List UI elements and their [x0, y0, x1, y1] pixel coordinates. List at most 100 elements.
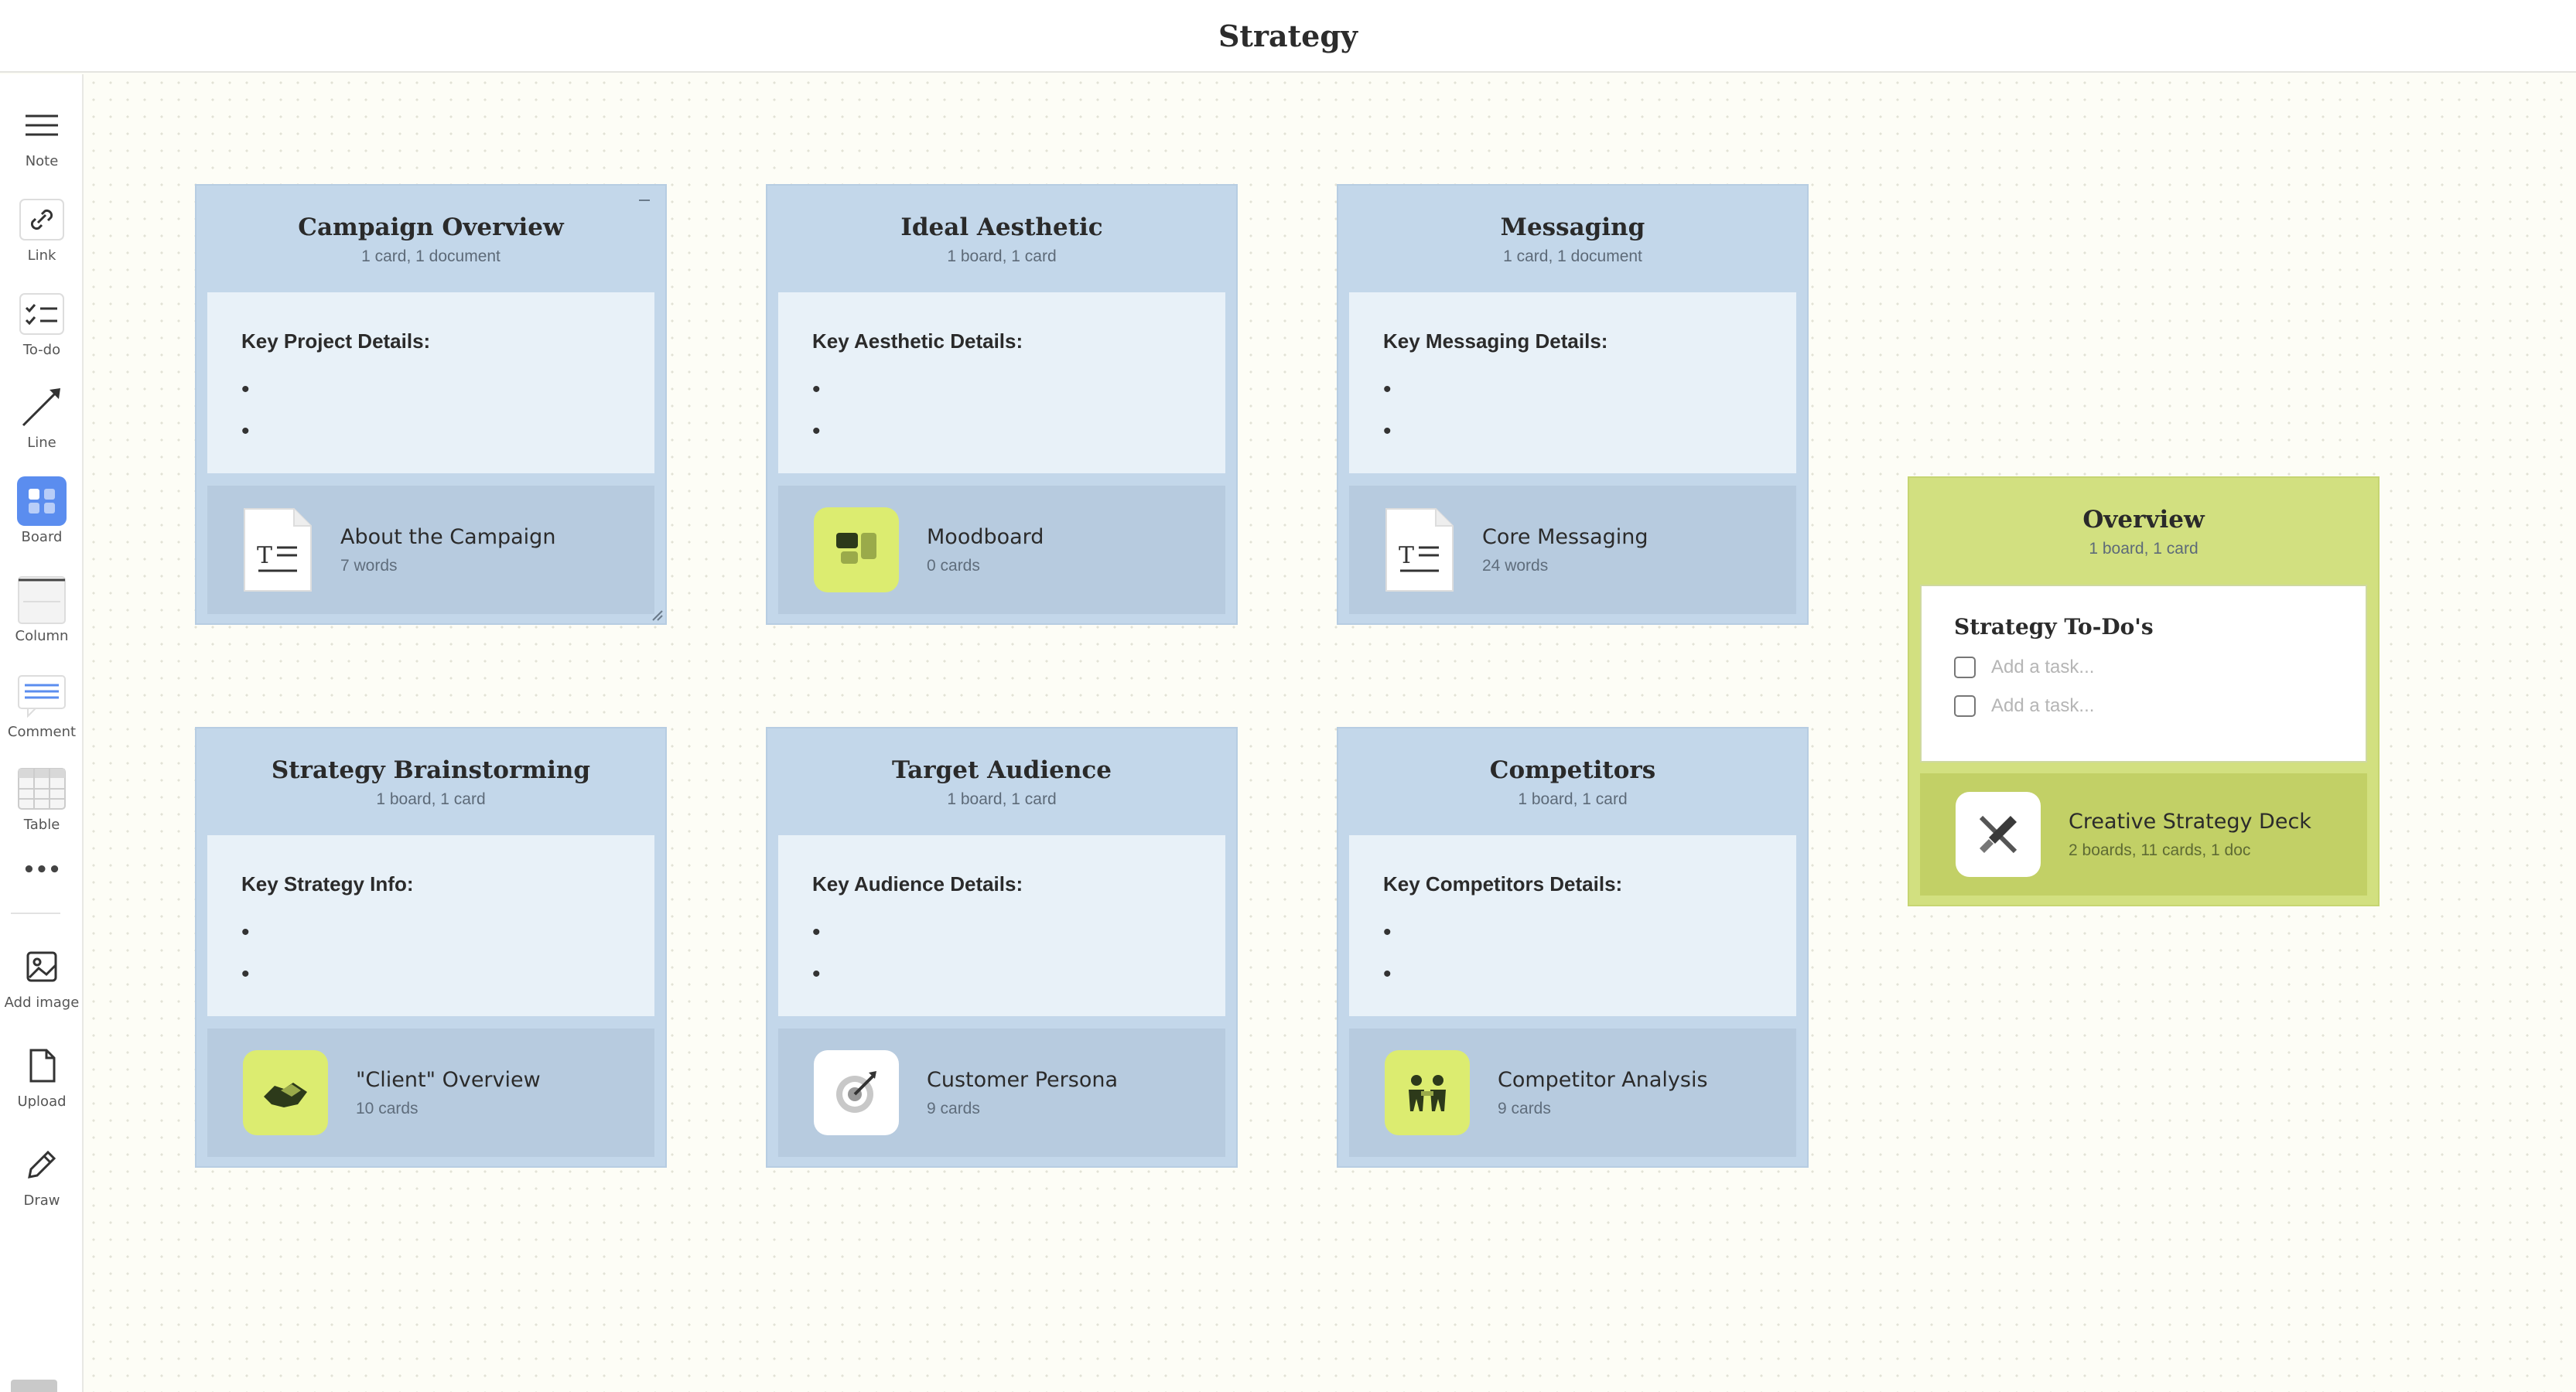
- board-title[interactable]: Messaging: [1500, 213, 1645, 241]
- checkbox[interactable]: [1954, 657, 1976, 678]
- tool-todo-label: To-do: [22, 342, 61, 358]
- note-card[interactable]: Key Strategy Info:: [207, 835, 654, 1016]
- link-title: Competitor Analysis: [1498, 1067, 1708, 1092]
- top-bar: Strategy: [0, 0, 2576, 73]
- link-subtitle: 10 cards: [356, 1099, 419, 1117]
- board-title[interactable]: Target Audience: [892, 756, 1112, 784]
- tool-column[interactable]: Column: [0, 575, 84, 644]
- list-item: [1383, 411, 1762, 452]
- tool-upload[interactable]: Upload: [0, 1041, 84, 1110]
- tool-line[interactable]: Line: [0, 382, 84, 451]
- todo-title: Strategy To-Do's: [1954, 614, 2154, 640]
- bullet-list: [241, 369, 620, 452]
- tool-line-label: Line: [27, 435, 56, 451]
- tool-table[interactable]: Table: [0, 764, 84, 833]
- link-card[interactable]: T About the Campaign 7 words: [207, 486, 654, 614]
- link-card[interactable]: T Core Messaging 24 words: [1349, 486, 1796, 614]
- todo-card[interactable]: Strategy To-Do's Add a task... Add a tas…: [1920, 585, 2367, 763]
- link-title: Customer Persona: [927, 1067, 1119, 1092]
- tool-add-image-label: Add image: [4, 995, 80, 1011]
- link-subtitle: 24 words: [1482, 556, 1549, 575]
- board-title[interactable]: Ideal Aesthetic: [900, 213, 1103, 241]
- image-icon: [17, 942, 67, 991]
- note-card[interactable]: Key Audience Details:: [778, 835, 1225, 1016]
- board-subtitle: 1 board, 1 card: [947, 790, 1057, 808]
- task-placeholder[interactable]: Add a task...: [1991, 695, 2095, 716]
- board-title[interactable]: Overview: [2082, 506, 2205, 534]
- tool-todo[interactable]: To-do: [0, 289, 84, 358]
- link-card[interactable]: "Client" Overview 10 cards: [207, 1029, 654, 1157]
- column-icon: [17, 575, 67, 625]
- list-item: [812, 954, 1191, 995]
- board-competitors[interactable]: Competitors 1 board, 1 card Key Competit…: [1337, 727, 1809, 1168]
- board-icon: [17, 476, 67, 526]
- tool-more[interactable]: •••: [0, 855, 84, 882]
- svg-text:T: T: [1399, 542, 1414, 569]
- list-item: [241, 369, 620, 411]
- tool-note-label: Note: [25, 153, 59, 169]
- link-card[interactable]: Creative Strategy Deck 2 boards, 11 card…: [1920, 773, 2367, 896]
- list-item: [241, 912, 620, 954]
- link-card[interactable]: Moodboard 0 cards: [778, 486, 1225, 614]
- board-messaging[interactable]: Messaging 1 card, 1 document Key Messagi…: [1337, 184, 1809, 625]
- list-item: [1383, 369, 1762, 411]
- page-title[interactable]: Strategy: [1218, 18, 1358, 53]
- link-title: About the Campaign: [340, 524, 556, 549]
- tool-draw-label: Draw: [23, 1192, 60, 1209]
- tool-board[interactable]: Board: [0, 476, 84, 545]
- paintbrush-icon: [1956, 792, 2041, 877]
- task-placeholder[interactable]: Add a task...: [1991, 657, 2095, 677]
- tool-add-image[interactable]: Add image: [0, 942, 84, 1011]
- link-card[interactable]: Customer Persona 9 cards: [778, 1029, 1225, 1157]
- todo-item[interactable]: Add a task...: [1954, 695, 2333, 717]
- board-subtitle: 1 board, 1 card: [376, 790, 486, 808]
- board-campaign-overview[interactable]: Campaign Overview 1 card, 1 document Key…: [195, 184, 667, 625]
- tool-table-label: Table: [23, 817, 60, 833]
- link-title: Core Messaging: [1482, 524, 1648, 549]
- toolbar-divider: [11, 913, 60, 914]
- note-title: Key Messaging Details:: [1383, 329, 1608, 353]
- todo-item[interactable]: Add a task...: [1954, 657, 2333, 678]
- note-card[interactable]: Key Aesthetic Details:: [778, 292, 1225, 473]
- handshake-icon: [243, 1050, 328, 1135]
- link-subtitle: 7 words: [340, 556, 398, 575]
- board-title[interactable]: Campaign Overview: [298, 213, 564, 241]
- note-title: Key Audience Details:: [812, 872, 1023, 896]
- moodboard-icon: [814, 507, 899, 592]
- board-target-audience[interactable]: Target Audience 1 board, 1 card Key Audi…: [766, 727, 1238, 1168]
- board-title[interactable]: Strategy Brainstorming: [271, 756, 591, 784]
- link-card[interactable]: Competitor Analysis 9 cards: [1349, 1029, 1796, 1157]
- tool-upload-label: Upload: [17, 1093, 67, 1110]
- board-strategy-brainstorming[interactable]: Strategy Brainstorming 1 board, 1 card K…: [195, 727, 667, 1168]
- checklist-icon: [17, 289, 67, 339]
- link-subtitle: 0 cards: [927, 556, 980, 575]
- board-title[interactable]: Competitors: [1489, 756, 1656, 784]
- comment-icon: [17, 671, 67, 721]
- link-subtitle: 2 boards, 11 cards, 1 doc: [2069, 841, 2251, 859]
- checkbox[interactable]: [1954, 695, 1976, 717]
- tool-note[interactable]: Note: [0, 101, 84, 169]
- note-card[interactable]: Key Competitors Details:: [1349, 835, 1796, 1016]
- link-title: Creative Strategy Deck: [2069, 809, 2311, 834]
- board-subtitle: 1 card, 1 document: [361, 247, 501, 265]
- note-card[interactable]: Key Project Details:: [207, 292, 654, 473]
- bullet-list: [1383, 369, 1762, 452]
- more-icon: •••: [22, 858, 61, 882]
- tool-draw[interactable]: Draw: [0, 1140, 84, 1209]
- bullet-list: [1383, 912, 1762, 995]
- collapse-icon[interactable]: [639, 200, 650, 201]
- resize-handle-icon[interactable]: [650, 608, 664, 622]
- tool-comment[interactable]: Comment: [0, 671, 84, 740]
- list-item: [1383, 954, 1762, 995]
- link-icon: [17, 195, 67, 244]
- board-ideal-aesthetic[interactable]: Ideal Aesthetic 1 board, 1 card Key Aest…: [766, 184, 1238, 625]
- bullet-list: [812, 369, 1191, 452]
- list-item: [241, 954, 620, 995]
- tool-link[interactable]: Link: [0, 195, 84, 264]
- note-card[interactable]: Key Messaging Details:: [1349, 292, 1796, 473]
- pencil-icon: [17, 1140, 67, 1189]
- trash-icon[interactable]: [11, 1380, 57, 1392]
- board-overview[interactable]: Overview 1 board, 1 card Strategy To-Do'…: [1908, 476, 2380, 906]
- tool-comment-label: Comment: [7, 724, 77, 740]
- document-icon: T: [1385, 507, 1454, 592]
